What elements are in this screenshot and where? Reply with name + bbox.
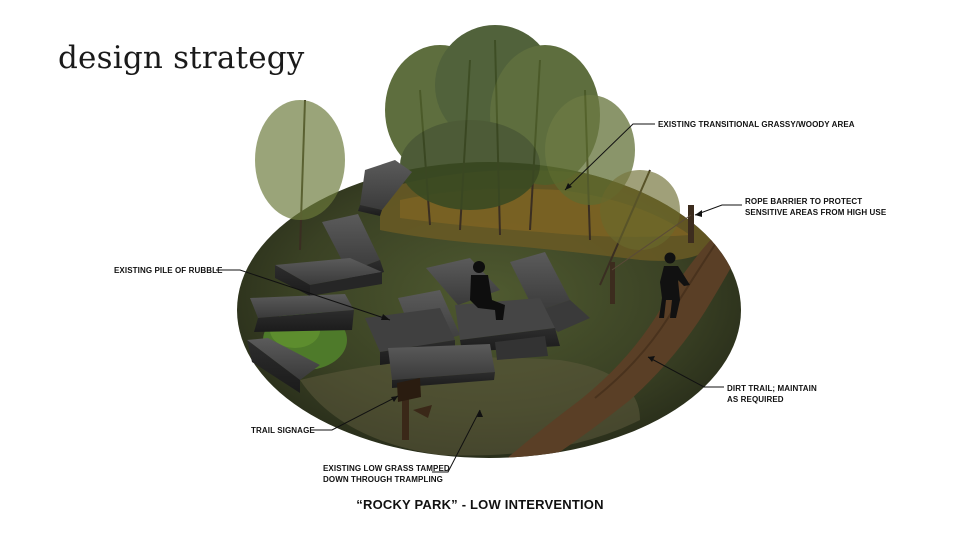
page-title: design strategy	[58, 40, 305, 76]
callout-text: AS REQUIRED	[727, 395, 784, 404]
rubble-pile	[247, 160, 590, 393]
callout-text: ROPE BARRIER TO PROTECT	[745, 197, 863, 206]
dirt-trail	[505, 230, 741, 458]
walking-person-silhouette	[659, 252, 690, 318]
callout-dirt-trail: DIRT TRAIL; MAINTAIN AS REQUIRED	[727, 383, 817, 405]
callout-trail-signage: TRAIL SIGNAGE	[251, 425, 315, 436]
callout-text: DIRT TRAIL; MAINTAIN	[727, 384, 817, 393]
callout-text: EXISTING LOW GRASS TAMPED	[323, 464, 450, 473]
diagram-caption: “ROCKY PARK” - LOW INTERVENTION	[356, 497, 604, 512]
callout-rubble-pile: EXISTING PILE OF RUBBLE	[114, 265, 223, 276]
callout-text: EXISTING PILE OF RUBBLE	[114, 266, 223, 275]
callout-grassy-woody-area: EXISTING TRANSITIONAL GRASSY/WOODY AREA	[658, 119, 855, 130]
callout-rope-barrier: ROPE BARRIER TO PROTECT SENSITIVE AREAS …	[745, 196, 886, 218]
callout-low-grass: EXISTING LOW GRASS TAMPED DOWN THROUGH T…	[323, 463, 450, 485]
trail-sign-post	[397, 378, 432, 440]
tree-canopy	[255, 25, 680, 250]
seated-person-silhouette	[470, 261, 505, 320]
rope-barrier-posts	[610, 205, 694, 304]
callout-text: SENSITIVE AREAS FROM HIGH USE	[745, 208, 887, 217]
callout-text: EXISTING TRANSITIONAL GRASSY/WOODY AREA	[658, 120, 855, 129]
callout-text: TRAIL SIGNAGE	[251, 426, 315, 435]
callout-text: DOWN THROUGH TRAMPLING	[323, 475, 443, 484]
callout-leaders	[216, 123, 742, 473]
